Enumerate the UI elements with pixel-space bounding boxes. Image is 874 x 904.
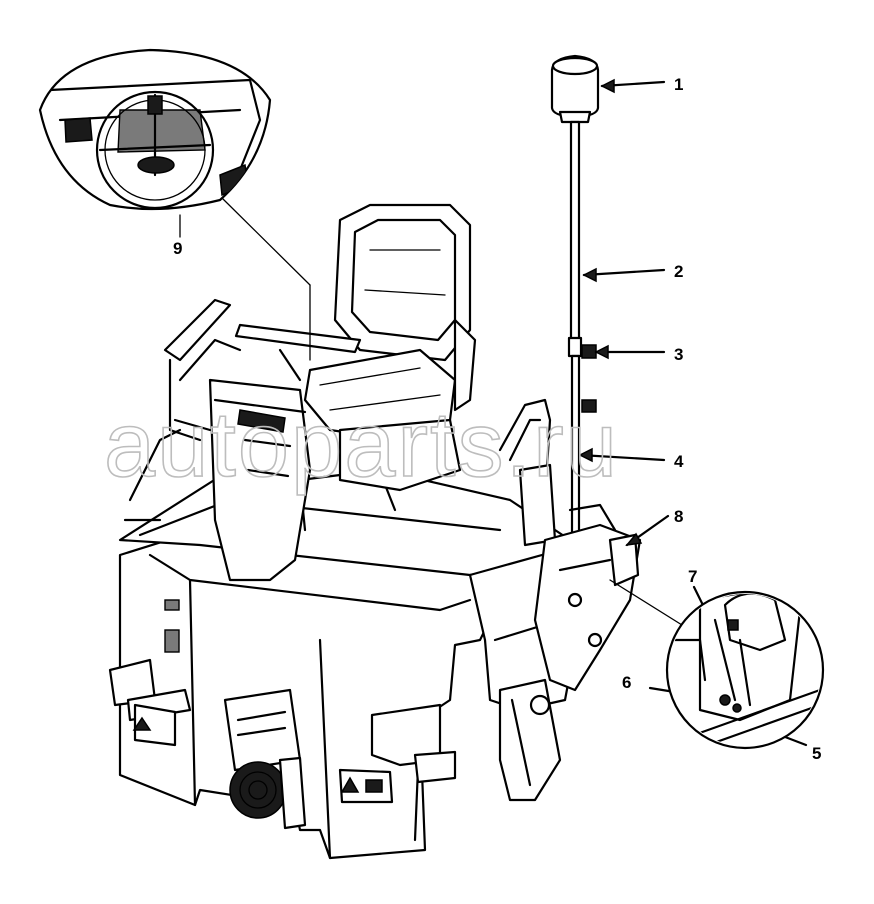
callout-8: 8 <box>674 507 683 526</box>
callout-7: 7 <box>688 567 697 586</box>
control-console <box>123 298 312 582</box>
machine-body <box>108 528 502 860</box>
callout-6: 6 <box>622 673 631 692</box>
detail-view-steering <box>38 48 272 211</box>
operator-seat <box>234 203 477 492</box>
callout-labels: 1 2 3 4 5 6 7 8 9 <box>173 75 821 763</box>
callout-5: 5 <box>812 744 821 763</box>
callout-3: 3 <box>674 345 683 364</box>
callout-1: 1 <box>674 75 683 94</box>
detail-view-beacon-mount <box>665 590 825 750</box>
beacon-assembly <box>533 54 642 692</box>
callout-2: 2 <box>674 262 683 281</box>
callout-9: 9 <box>173 239 182 258</box>
watermark-text: autoparts.ru <box>104 394 619 496</box>
callout-4: 4 <box>674 452 684 471</box>
